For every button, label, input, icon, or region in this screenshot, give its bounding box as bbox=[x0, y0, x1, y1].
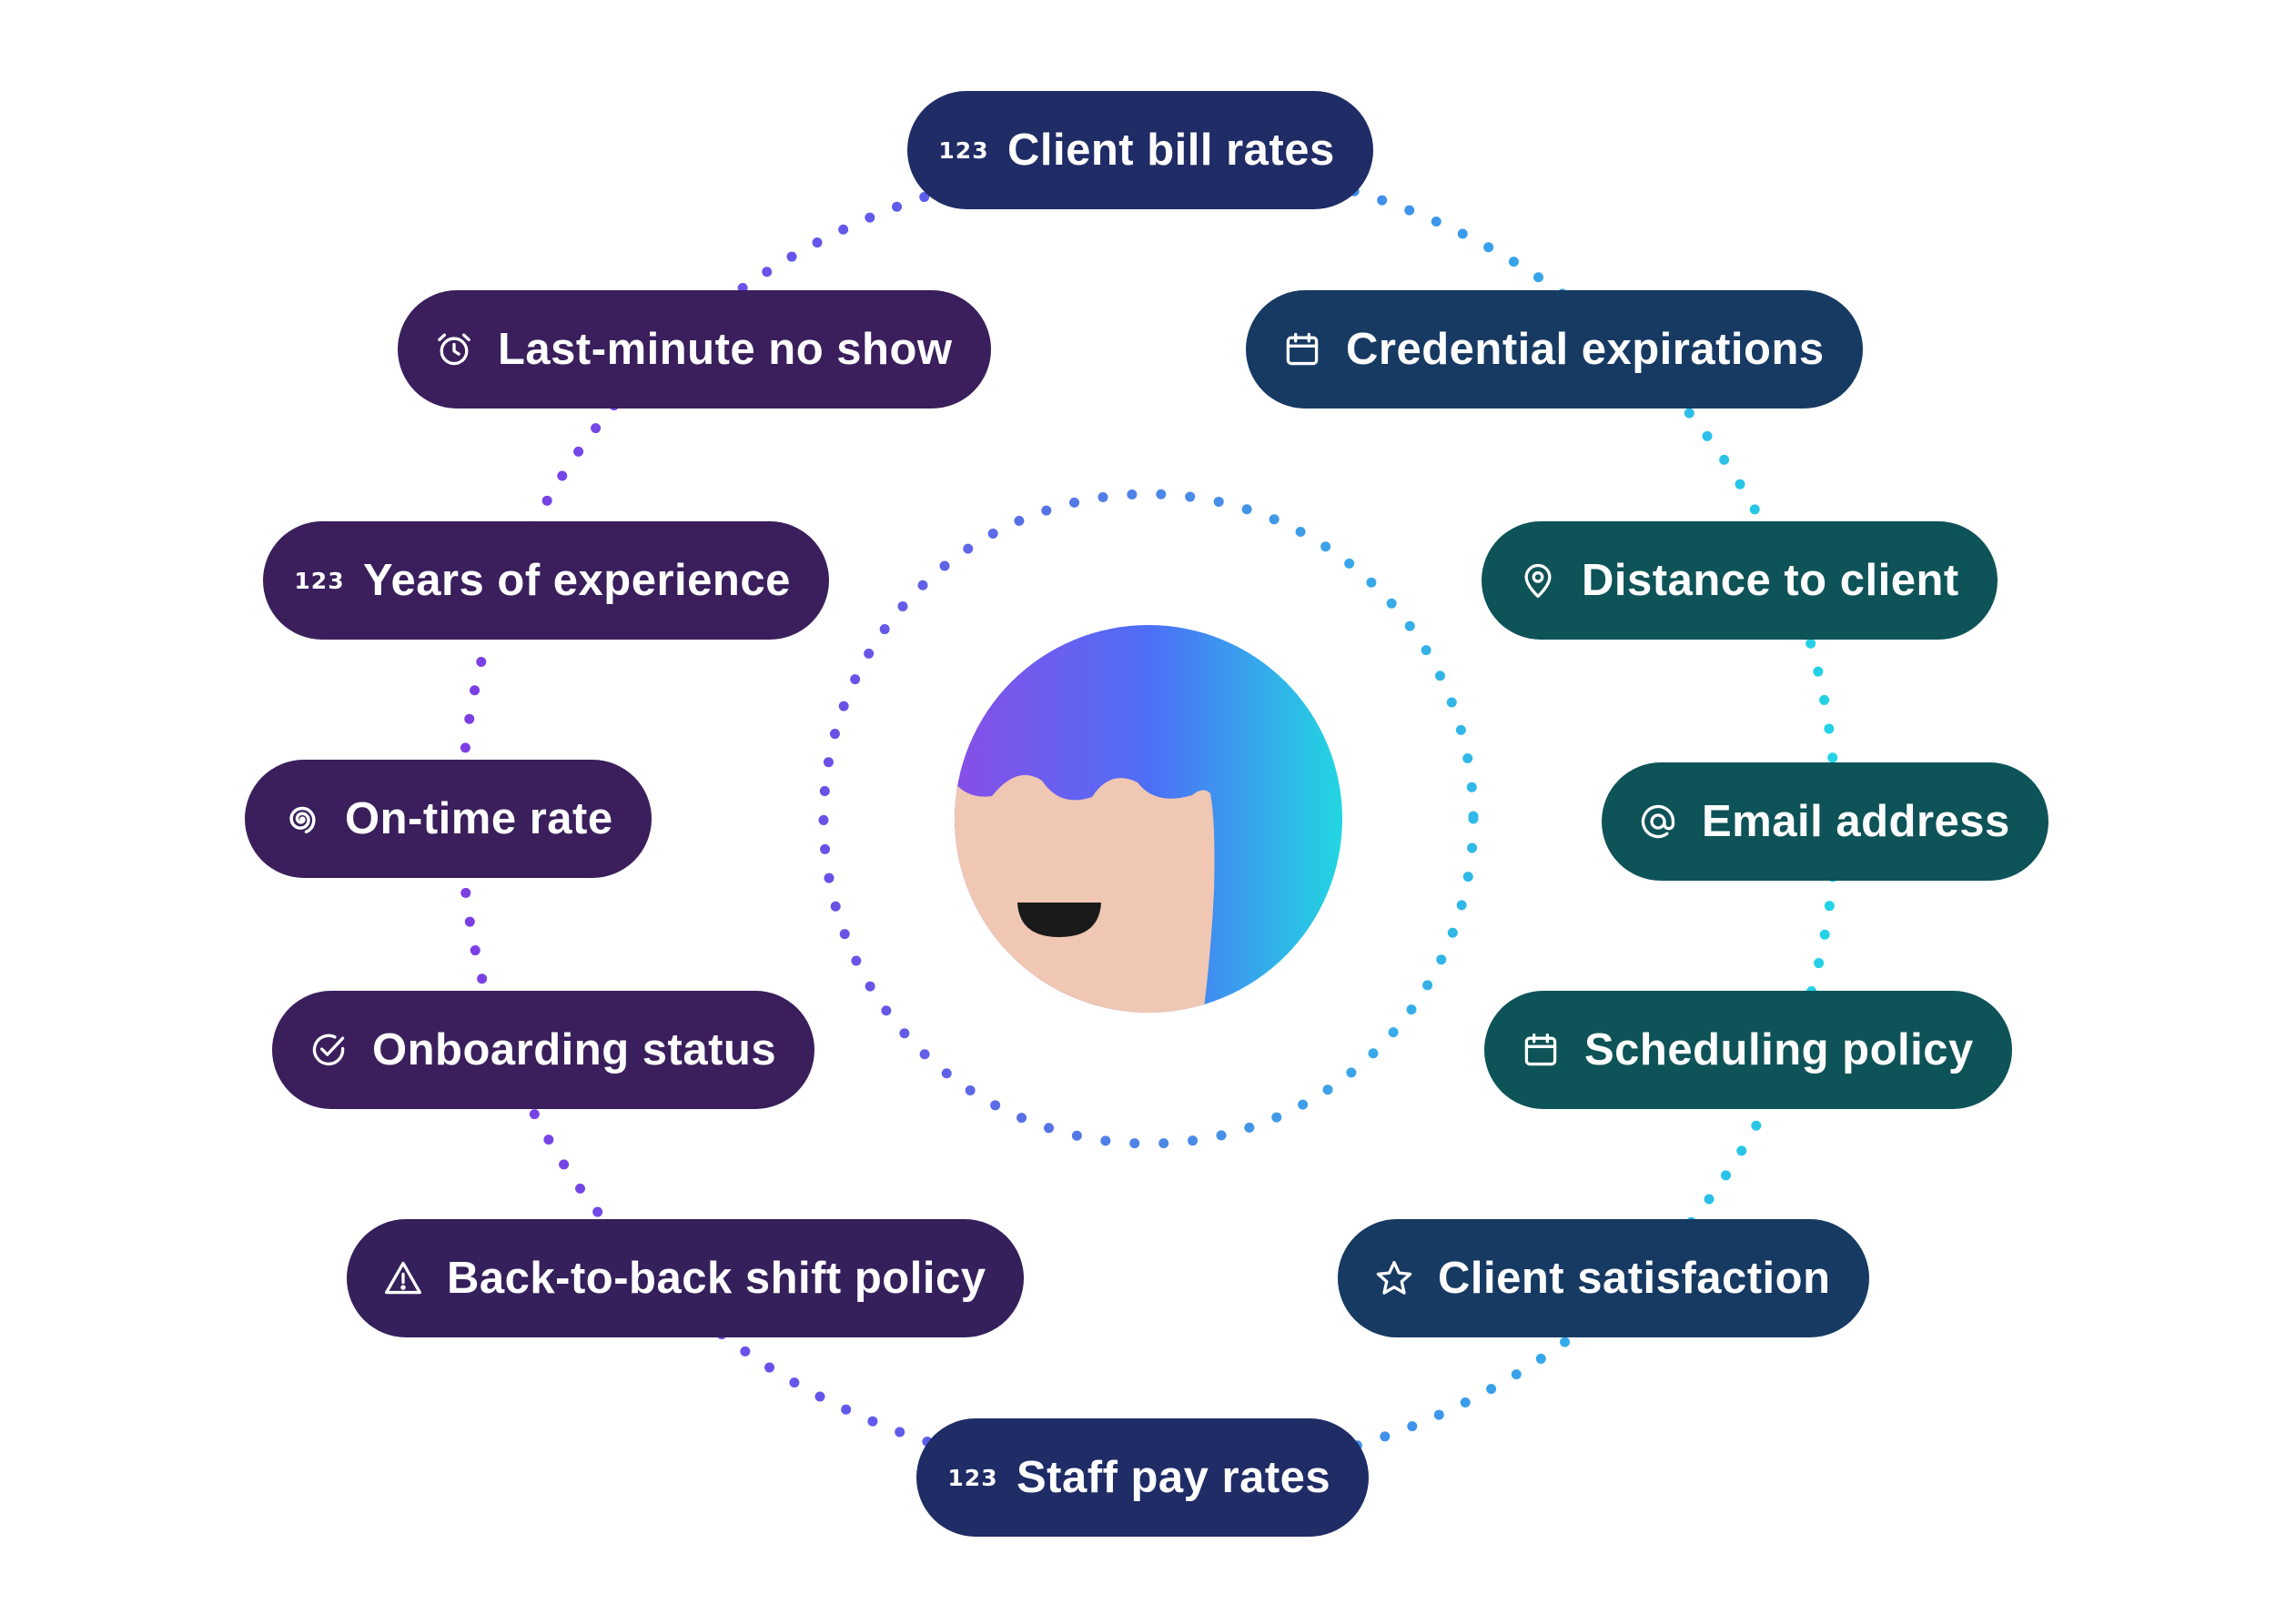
check-circle-icon bbox=[309, 1030, 349, 1070]
alarm-clock-icon bbox=[434, 329, 474, 369]
at-sign-icon bbox=[1638, 802, 1678, 842]
number-123-icon: 123 bbox=[294, 567, 345, 594]
node-years-of-experience: 123 Years of experience bbox=[263, 521, 829, 640]
smile-mouth bbox=[1017, 903, 1101, 937]
star-icon bbox=[1374, 1258, 1414, 1298]
number-123-icon: 123 bbox=[947, 1464, 998, 1491]
node-label: Client satisfaction bbox=[1438, 1254, 1831, 1303]
node-label: On-time rate bbox=[345, 794, 613, 843]
number-123-icon: 123 bbox=[938, 136, 989, 164]
node-distance-to-client: Distance to client bbox=[1482, 521, 1998, 640]
node-last-minute-no-show: Last-minute no show bbox=[398, 290, 991, 409]
node-label: Years of experience bbox=[363, 556, 791, 605]
node-label: Email address bbox=[1702, 797, 2010, 846]
node-scheduling-policy: Scheduling policy bbox=[1484, 991, 2012, 1109]
node-label: Scheduling policy bbox=[1584, 1025, 1974, 1074]
node-back-to-back-shift-policy: Back-to-back shift policy bbox=[347, 1219, 1025, 1337]
node-label: Last-minute no show bbox=[498, 325, 953, 374]
node-email-address: Email address bbox=[1602, 762, 2048, 881]
node-label: Distance to client bbox=[1582, 556, 1959, 605]
map-pin-icon bbox=[1518, 560, 1558, 600]
calendar-icon bbox=[1521, 1030, 1561, 1070]
node-staff-pay-rates: 123 Staff pay rates bbox=[916, 1418, 1370, 1537]
node-label: Onboarding status bbox=[372, 1025, 777, 1074]
inner-dotted-ring bbox=[818, 489, 1479, 1149]
node-client-bill-rates: 123 Client bill rates bbox=[907, 91, 1373, 209]
smiling-person-avatar bbox=[955, 625, 1342, 1013]
face-shape bbox=[955, 769, 1215, 1013]
node-client-satisfaction: Client satisfaction bbox=[1338, 1219, 1869, 1337]
node-onboarding-status: Onboarding status bbox=[272, 991, 815, 1109]
node-label: Staff pay rates bbox=[1017, 1453, 1331, 1502]
node-on-time-rate: On-time rate bbox=[245, 760, 652, 878]
spiral-icon bbox=[281, 799, 321, 839]
warning-triangle-icon bbox=[383, 1258, 423, 1298]
node-label: Credential expirations bbox=[1346, 325, 1825, 374]
node-credential-expirations: Credential expirations bbox=[1246, 290, 1863, 409]
calendar-icon bbox=[1282, 329, 1322, 369]
node-label: Back-to-back shift policy bbox=[447, 1254, 986, 1303]
node-label: Client bill rates bbox=[1007, 126, 1335, 175]
